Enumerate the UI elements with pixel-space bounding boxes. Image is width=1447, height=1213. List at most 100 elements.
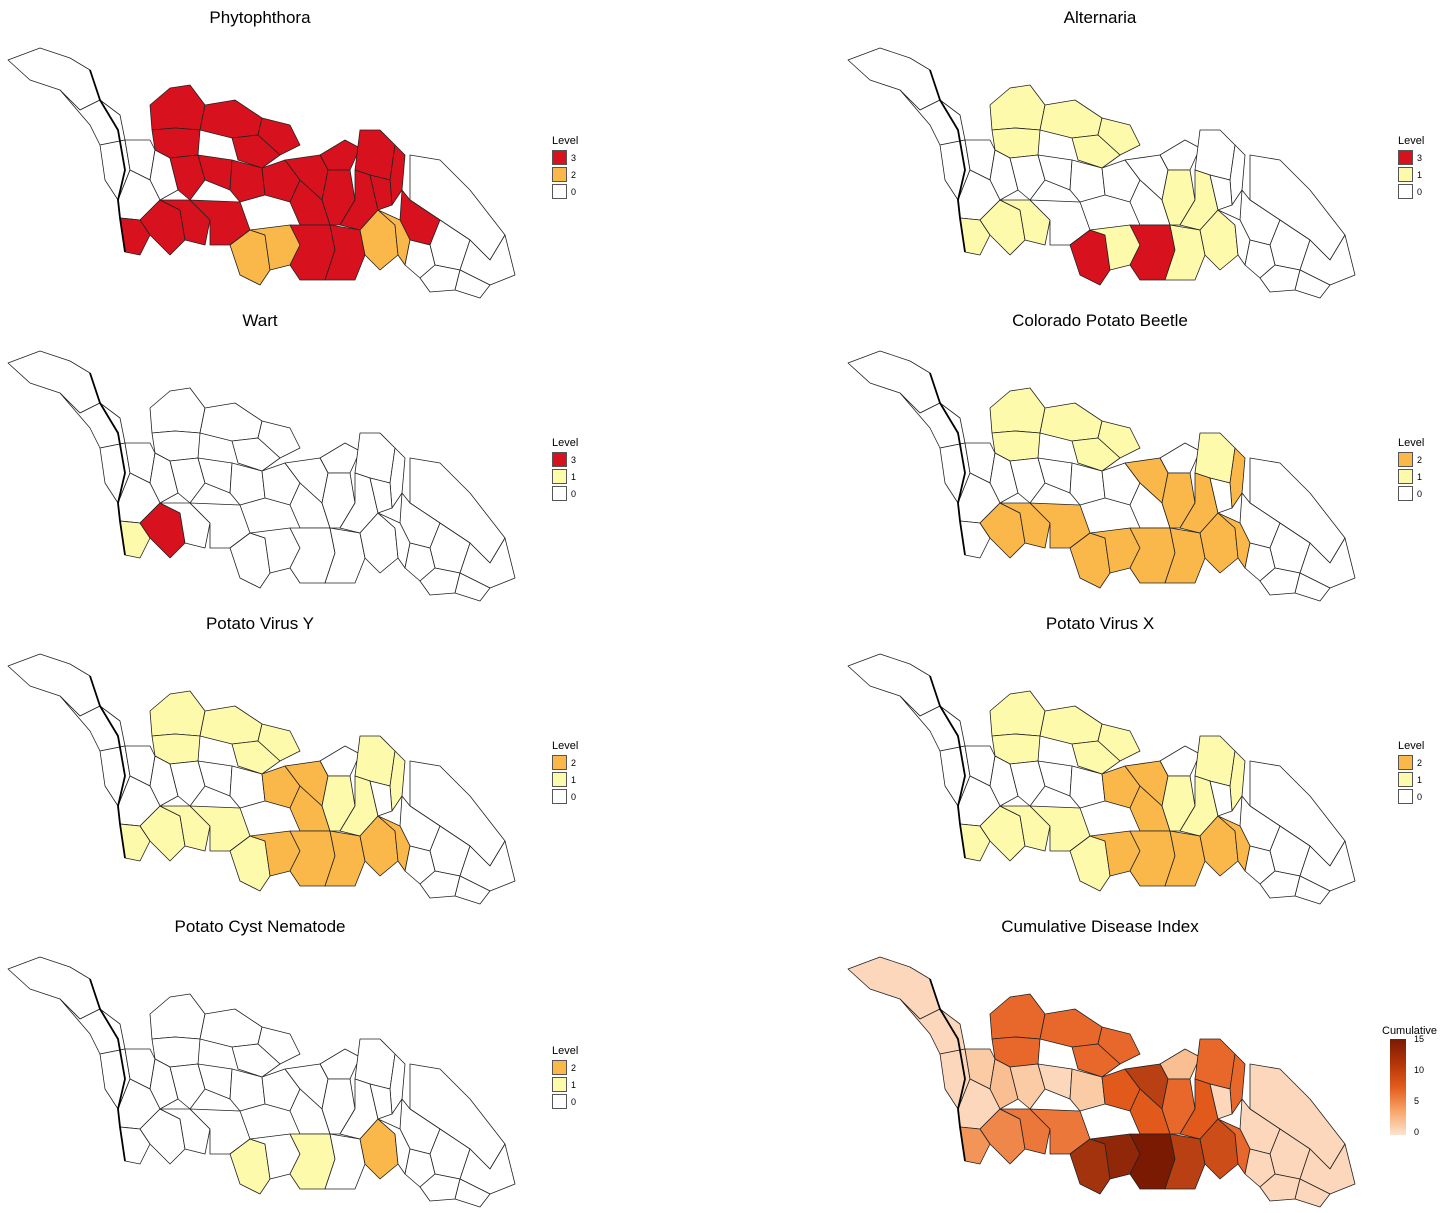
- legend-swatch: [552, 167, 567, 182]
- district-nw2: [59, 998, 126, 1055]
- district-nw2: [899, 695, 966, 752]
- legend-label: 0: [571, 186, 577, 197]
- legend-item: 1: [552, 1076, 578, 1093]
- legend-label: 1: [571, 1079, 577, 1090]
- district-se3: [1259, 870, 1301, 899]
- district-nw1: [7, 956, 101, 1020]
- legend-item: 1: [1398, 771, 1424, 788]
- district-c3: [229, 765, 266, 809]
- legend-label: 3: [1417, 152, 1423, 163]
- map-panel: Colorado Potato Beetle: [840, 303, 1380, 606]
- district-nw2: [59, 392, 126, 449]
- district-c1: [1009, 760, 1046, 807]
- district-map: [847, 350, 1356, 602]
- legend-label: 2: [1417, 757, 1423, 768]
- legend-label: 1: [571, 774, 577, 785]
- legend-label: 3: [571, 152, 577, 163]
- district-n1: [989, 690, 1046, 737]
- district-c3: [229, 159, 266, 203]
- district-nw1: [7, 653, 101, 717]
- district-n1: [989, 387, 1046, 434]
- district-c1: [169, 154, 206, 201]
- colorbar-tick: 5: [1414, 1096, 1420, 1106]
- district-c3: [229, 1068, 266, 1112]
- legend-label: 1: [1417, 169, 1423, 180]
- district-se4: [454, 572, 491, 602]
- district-n2: [199, 402, 263, 442]
- legend-title: Level: [552, 437, 579, 449]
- district-se3: [419, 1173, 461, 1202]
- legend-item: 0: [552, 183, 578, 200]
- legend-title: Cumulative: [1382, 1025, 1438, 1037]
- legend-item: 1: [1398, 468, 1424, 485]
- colorbar-tick: 10: [1414, 1065, 1425, 1075]
- district-c1: [169, 1063, 206, 1110]
- legend-swatch: [1398, 452, 1413, 467]
- legend-swatch: [552, 1077, 567, 1092]
- district-c3: [1069, 1068, 1106, 1112]
- legend-label: 1: [1417, 471, 1423, 482]
- district-e4: [369, 1083, 393, 1120]
- district-c1: [1009, 457, 1046, 504]
- district-c2: [197, 1063, 233, 1100]
- legend-title: Level: [552, 1045, 579, 1057]
- coastline: [929, 978, 966, 1162]
- district-c1: [169, 457, 206, 504]
- district-c2: [1037, 760, 1073, 797]
- legend-swatch: [552, 150, 567, 165]
- legend-title: Level: [552, 740, 579, 752]
- legend-swatch: [552, 452, 567, 467]
- district-se3: [1259, 567, 1301, 596]
- coastline: [89, 69, 126, 253]
- map-panel: Potato Virus X: [840, 606, 1380, 909]
- district-c1: [169, 760, 206, 807]
- district-n2: [1039, 1008, 1103, 1048]
- legend-item: 0: [1398, 183, 1424, 200]
- district-n2: [1039, 402, 1103, 442]
- district-n2: [1039, 705, 1103, 745]
- panel-title: Cumulative Disease Index: [1001, 917, 1199, 936]
- district-c2: [1037, 457, 1073, 494]
- legend-swatch: [552, 755, 567, 770]
- legend-label: 2: [1417, 454, 1423, 465]
- district-nw1: [7, 350, 101, 414]
- legend-label: 2: [571, 169, 577, 180]
- district-n4: [231, 437, 281, 472]
- legend-swatch: [552, 486, 567, 501]
- district-se3: [1259, 1173, 1301, 1202]
- district-se4: [454, 875, 491, 905]
- coastline: [929, 69, 966, 253]
- district-nw1: [7, 47, 101, 111]
- district-n1: [149, 690, 206, 737]
- district-c1: [1009, 1063, 1046, 1110]
- legend-swatch: [552, 1060, 567, 1075]
- legend-item: 1: [552, 468, 578, 485]
- district-e4: [1209, 780, 1233, 817]
- legend-swatch: [1398, 772, 1413, 787]
- district-map: [7, 956, 516, 1208]
- legend-swatch: [1398, 755, 1413, 770]
- district-se3: [419, 567, 461, 596]
- legend-swatch: [1398, 150, 1413, 165]
- district-e4: [1209, 1083, 1233, 1120]
- district-nw1: [847, 653, 941, 717]
- district-map: [7, 350, 516, 602]
- legend-label: 0: [1417, 186, 1423, 197]
- district-n4: [231, 1043, 281, 1078]
- legend-title: Level: [552, 135, 579, 147]
- district-e4: [1209, 174, 1233, 211]
- legend-item: 3: [1398, 149, 1424, 166]
- district-map: [7, 47, 516, 299]
- legend-swatch: [1398, 167, 1413, 182]
- legend-label: 2: [571, 1062, 577, 1073]
- legend-swatch: [552, 184, 567, 199]
- district-n2: [1039, 99, 1103, 139]
- district-map: [7, 653, 516, 905]
- legend-swatch: [552, 469, 567, 484]
- district-n2: [199, 99, 263, 139]
